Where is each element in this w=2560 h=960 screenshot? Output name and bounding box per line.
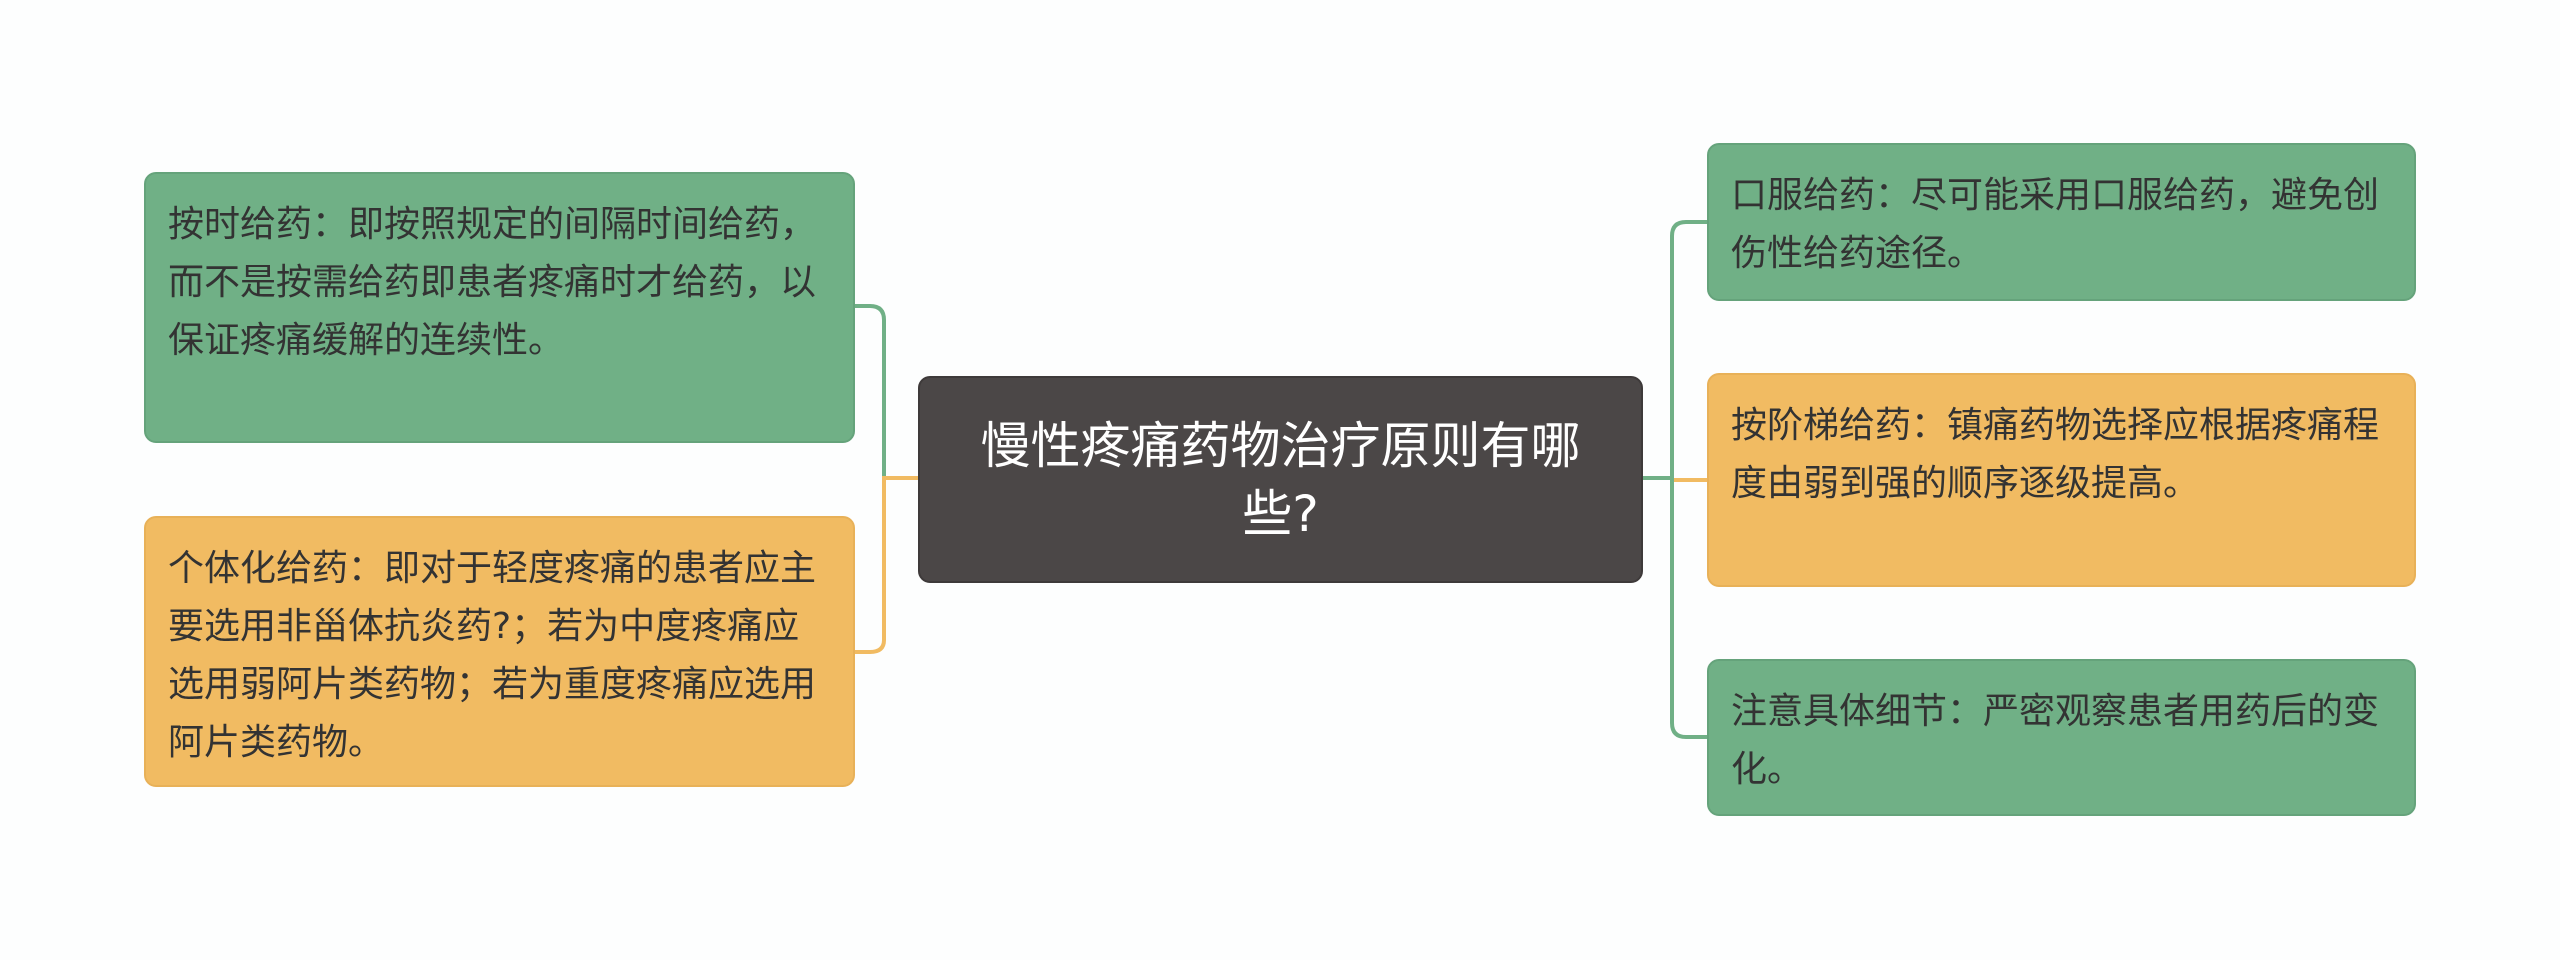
edge-left-2 xyxy=(855,476,918,654)
topic-text: 口服给药：尽可能采用口服给药，避免创伤性给药途径。 xyxy=(1731,175,2380,274)
central-topic-title: 慢性疼痛药物治疗原则有哪些? xyxy=(980,416,1581,543)
central-topic[interactable]: 慢性疼痛药物治疗原则有哪些? xyxy=(918,376,1643,583)
edge-left-1 xyxy=(855,304,918,480)
topic-text: 注意具体细节：严密观察患者用药后的变化。 xyxy=(1731,691,2380,790)
right-topic-oral-dosing[interactable]: 口服给药：尽可能采用口服给药，避免创伤性给药途径。 xyxy=(1707,143,2416,301)
topic-text: 个体化给药：即对于轻度疼痛的患者应主要选用非甾体抗炎药?；若为中度疼痛应选用弱阿… xyxy=(168,548,817,763)
right-topic-stepwise-dosing[interactable]: 按阶梯给药：镇痛药物选择应根据疼痛程度由弱到强的顺序逐级提高。 xyxy=(1707,373,2416,587)
topic-text: 按阶梯给药：镇痛药物选择应根据疼痛程度由弱到强的顺序逐级提高。 xyxy=(1731,405,2380,504)
right-topic-attention-details[interactable]: 注意具体细节：严密观察患者用药后的变化。 xyxy=(1707,659,2416,816)
edge-right-1 xyxy=(1670,220,1707,478)
edge-right-3 xyxy=(1670,478,1707,739)
topic-text: 按时给药：即按照规定的间隔时间给药，而不是按需给药即患者疼痛时才给药，以保证疼痛… xyxy=(168,204,817,361)
left-topic-individualized-dosing[interactable]: 个体化给药：即对于轻度疼痛的患者应主要选用非甾体抗炎药?；若为中度疼痛应选用弱阿… xyxy=(144,516,855,787)
left-topic-scheduled-dosing[interactable]: 按时给药：即按照规定的间隔时间给药，而不是按需给药即患者疼痛时才给药，以保证疼痛… xyxy=(144,172,855,443)
